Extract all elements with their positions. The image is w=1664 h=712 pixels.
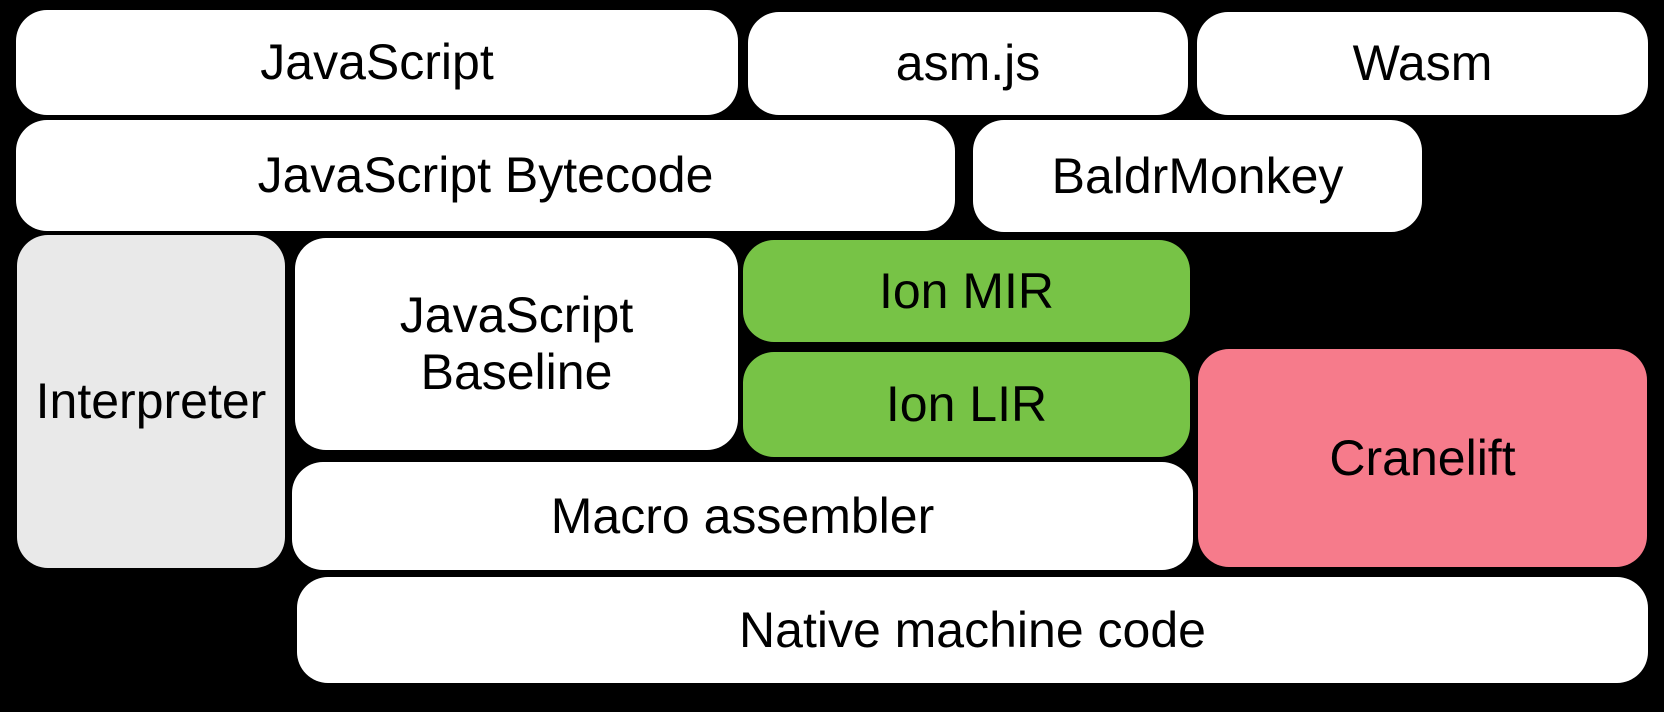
baldrmonkey-box: BaldrMonkey — [973, 120, 1422, 232]
ion-lir-box: Ion LIR — [743, 352, 1190, 457]
interpreter-label: Interpreter — [35, 373, 267, 429]
asmjs-label: asm.js — [895, 35, 1041, 91]
wasm-label: Wasm — [1352, 35, 1493, 91]
javascript-bytecode-box: JavaScript Bytecode — [16, 120, 955, 231]
interpreter-box: Interpreter — [17, 235, 285, 568]
javascript-box: JavaScript — [16, 10, 738, 115]
javascript-baseline-label: JavaScript Baseline — [399, 287, 634, 400]
ion-mir-box: Ion MIR — [743, 240, 1190, 342]
macro-assembler-label: Macro assembler — [550, 487, 935, 544]
javascript-baseline-box: JavaScript Baseline — [295, 238, 738, 450]
asmjs-box: asm.js — [748, 12, 1188, 115]
native-machine-code-box: Native machine code — [297, 577, 1648, 683]
native-machine-code-label: Native machine code — [739, 601, 1206, 658]
cranelift-label: Cranelift — [1329, 429, 1516, 486]
javascript-label: JavaScript — [260, 34, 494, 90]
ion-lir-label: Ion LIR — [885, 376, 1048, 432]
ion-mir-label: Ion MIR — [878, 262, 1055, 319]
baldrmonkey-label: BaldrMonkey — [1051, 147, 1344, 204]
macro-assembler-box: Macro assembler — [292, 462, 1193, 570]
javascript-bytecode-label: JavaScript Bytecode — [257, 147, 714, 203]
cranelift-box: Cranelift — [1198, 349, 1647, 567]
wasm-box: Wasm — [1197, 12, 1648, 115]
